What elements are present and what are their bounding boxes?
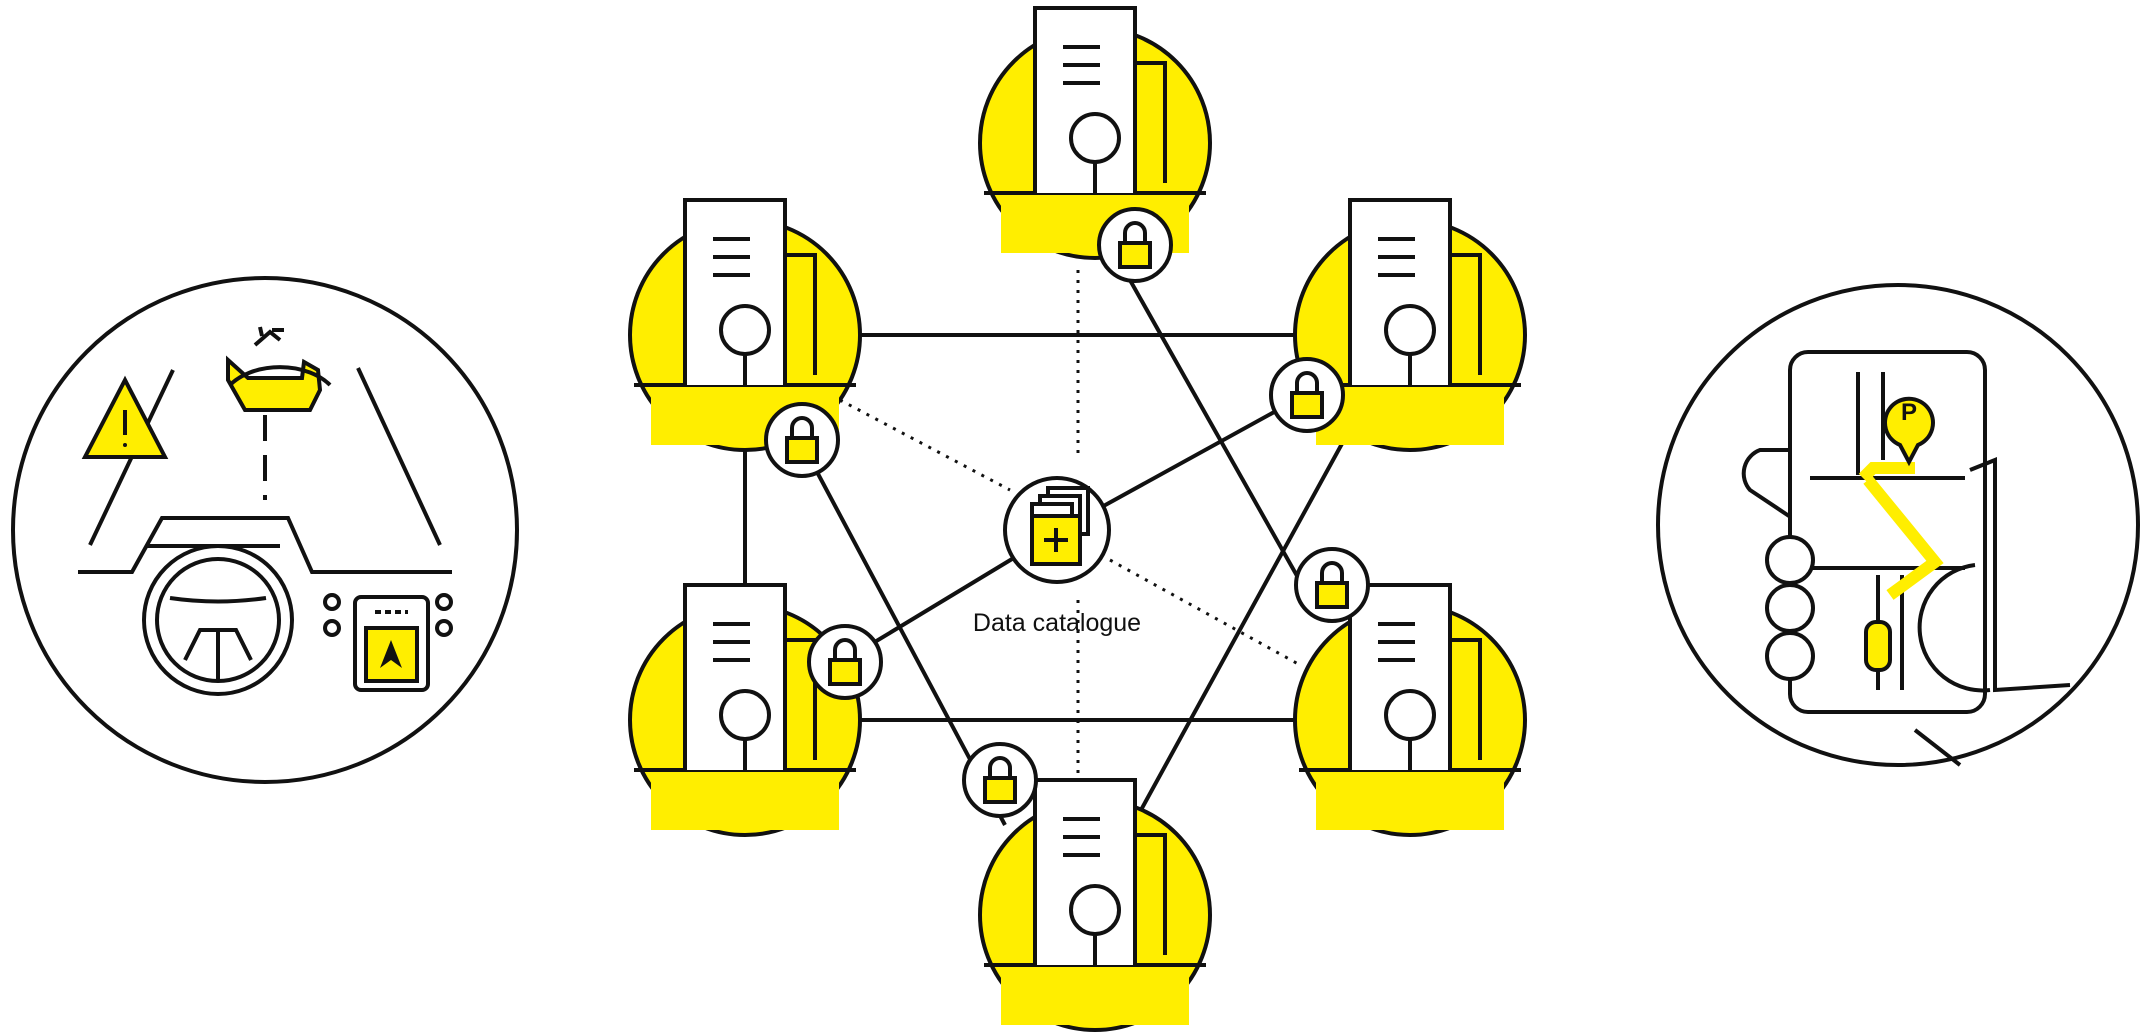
lock-icon xyxy=(1097,207,1173,283)
data-node-top xyxy=(978,6,1212,260)
phone-parking-map-icon: P xyxy=(1656,283,2140,767)
lock-icon xyxy=(1269,357,1345,433)
data-node-lower-left xyxy=(628,583,862,837)
data-catalogue-hub: Data catalogue xyxy=(973,476,1141,637)
lock-icon xyxy=(962,742,1038,818)
data-catalogue-label: Data catalogue xyxy=(973,609,1141,637)
data-node-bottom xyxy=(978,778,1212,1032)
lock-icon xyxy=(764,402,840,478)
dotted-connections xyxy=(839,270,1301,780)
car-dashboard-deer-warning-icon xyxy=(11,276,519,784)
lock-icon xyxy=(1294,547,1370,623)
stacked-documents-plus-icon xyxy=(1030,486,1090,566)
lock-icon xyxy=(807,624,883,700)
svg-text:P: P xyxy=(1901,399,1917,426)
